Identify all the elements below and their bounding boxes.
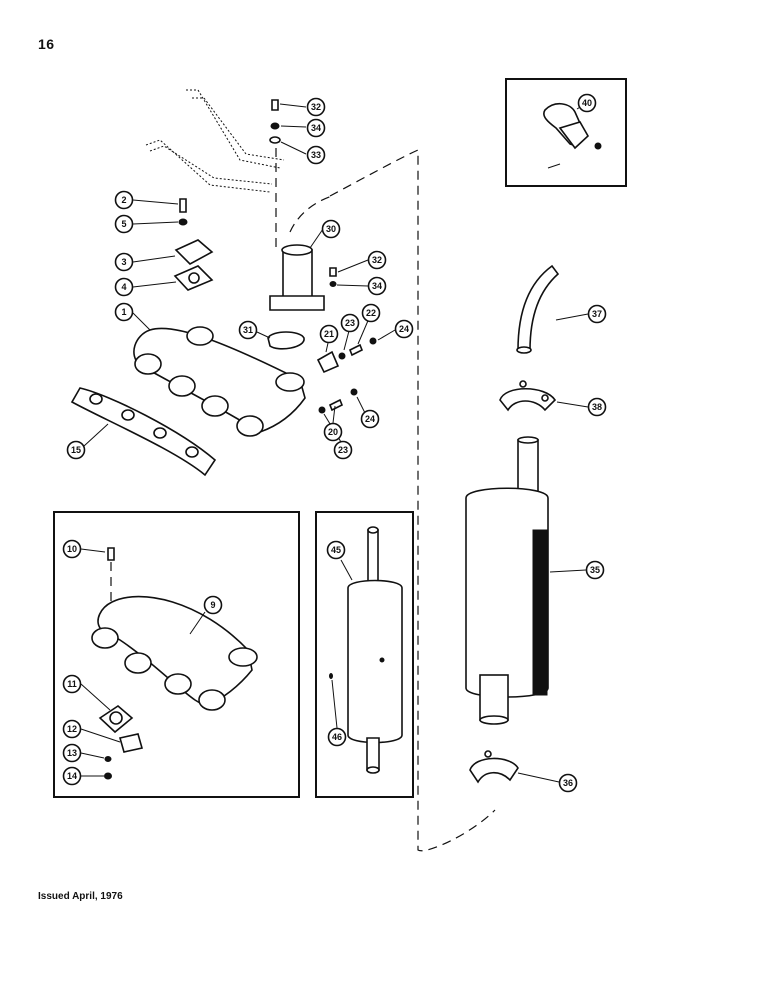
svg-text:22: 22 — [366, 308, 376, 318]
callout-3: 3 — [114, 252, 134, 272]
svg-text:45: 45 — [331, 545, 341, 555]
svg-text:21: 21 — [324, 329, 334, 339]
callout-15: 15 — [66, 440, 86, 460]
svg-text:38: 38 — [592, 402, 602, 412]
svg-text:36: 36 — [563, 778, 573, 788]
svg-text:34: 34 — [311, 123, 321, 133]
callout-32-mid: 32 — [367, 250, 387, 270]
svg-text:13: 13 — [67, 748, 77, 758]
svg-text:24: 24 — [399, 324, 409, 334]
callout-40: 40 — [577, 93, 597, 113]
callout-34-top: 34 — [306, 118, 326, 138]
callout-20: 20 — [323, 422, 343, 442]
callout-4: 4 — [114, 277, 134, 297]
callout-31: 31 — [238, 320, 258, 340]
svg-text:30: 30 — [326, 224, 336, 234]
svg-text:3: 3 — [121, 257, 126, 267]
svg-text:46: 46 — [332, 732, 342, 742]
inset-frame-top-right — [505, 78, 627, 187]
callout-35: 35 — [585, 560, 605, 580]
inset-frame-muffler-small — [315, 511, 414, 798]
svg-text:5: 5 — [121, 219, 126, 229]
svg-text:23: 23 — [338, 445, 348, 455]
callout-13: 13 — [62, 743, 82, 763]
svg-text:4: 4 — [121, 282, 126, 292]
svg-text:35: 35 — [590, 565, 600, 575]
exhaust-manifold-main — [70, 198, 306, 477]
callout-11: 11 — [62, 674, 82, 694]
svg-text:14: 14 — [67, 771, 77, 781]
svg-text:15: 15 — [71, 445, 81, 455]
svg-text:32: 32 — [311, 102, 321, 112]
callout-24-lower: 24 — [360, 409, 380, 429]
svg-text:12: 12 — [67, 724, 77, 734]
callout-30: 30 — [321, 219, 341, 239]
exhaust-elbow — [267, 99, 337, 350]
page-number: 16 — [38, 36, 55, 52]
svg-text:1: 1 — [121, 307, 126, 317]
issue-date: Issued April, 1976 — [38, 891, 123, 902]
svg-text:32: 32 — [372, 255, 382, 265]
svg-text:2: 2 — [121, 195, 126, 205]
callout-36: 36 — [558, 773, 578, 793]
callout-46: 46 — [327, 727, 347, 747]
inset-frame-manifold — [53, 511, 300, 798]
callout-12: 12 — [62, 719, 82, 739]
svg-text:11: 11 — [67, 679, 77, 689]
support-rods — [145, 89, 285, 193]
callout-38: 38 — [587, 397, 607, 417]
callout-22: 22 — [361, 303, 381, 323]
callout-23-lower: 23 — [333, 440, 353, 460]
svg-text:24: 24 — [365, 414, 375, 424]
svg-text:10: 10 — [67, 544, 77, 554]
svg-text:31: 31 — [243, 325, 253, 335]
callout-34-mid: 34 — [367, 276, 387, 296]
svg-text:20: 20 — [328, 427, 338, 437]
svg-text:37: 37 — [592, 309, 602, 319]
callout-1: 1 — [114, 302, 134, 322]
clamp-hardware — [316, 337, 377, 414]
callout-23-upper: 23 — [340, 313, 360, 333]
callout-21: 21 — [319, 324, 339, 344]
svg-text:33: 33 — [311, 150, 321, 160]
callout-24-upper: 24 — [394, 319, 414, 339]
callout-32-top: 32 — [306, 97, 326, 117]
callout-33: 33 — [306, 145, 326, 165]
callout-9: 9 — [203, 595, 223, 615]
svg-text:9: 9 — [210, 600, 215, 610]
callout-5: 5 — [114, 214, 134, 234]
routing-dashed-line — [329, 149, 496, 852]
callout-37: 37 — [587, 304, 607, 324]
svg-text:40: 40 — [582, 98, 592, 108]
svg-text:23: 23 — [345, 318, 355, 328]
callout-2: 2 — [114, 190, 134, 210]
svg-text:34: 34 — [372, 281, 382, 291]
callout-10: 10 — [62, 539, 82, 559]
callout-45: 45 — [326, 540, 346, 560]
muffler-assembly — [465, 264, 560, 784]
callout-14: 14 — [62, 766, 82, 786]
